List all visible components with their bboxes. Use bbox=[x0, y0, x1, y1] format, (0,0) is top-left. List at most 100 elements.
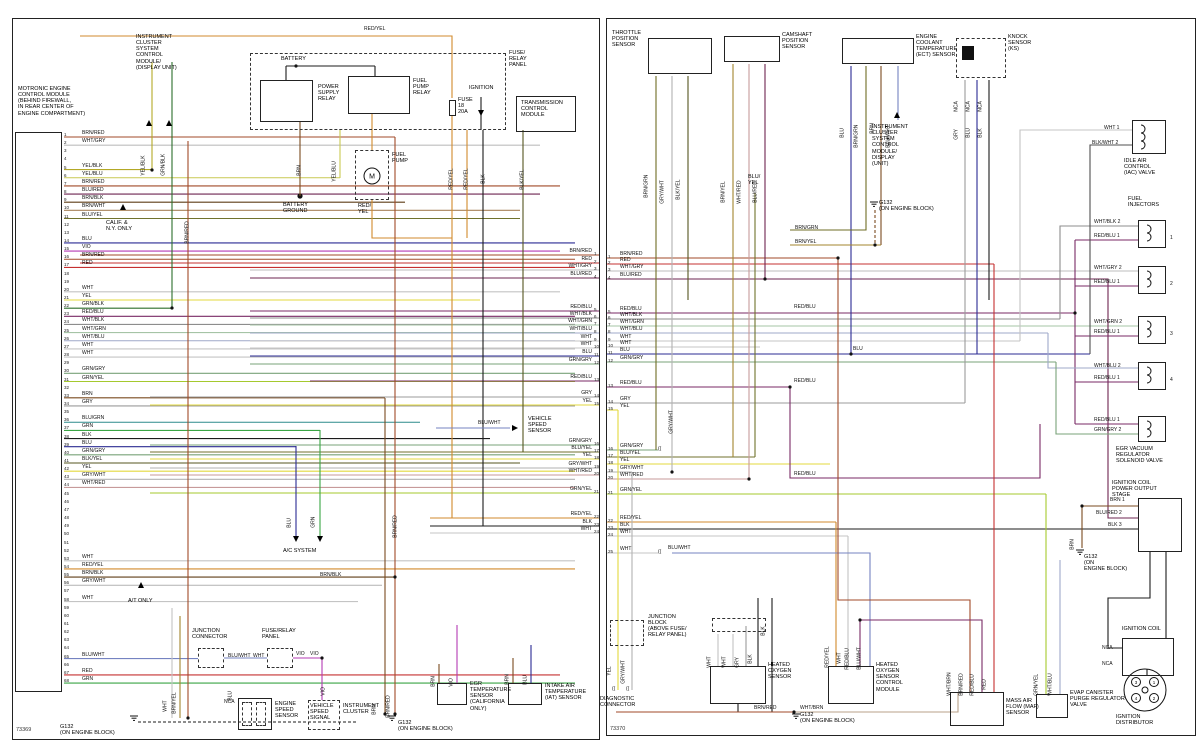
exit-wire-label: GRY bbox=[581, 390, 592, 396]
arrow-right-icon bbox=[512, 425, 518, 431]
wire-label: 4 bbox=[1170, 377, 1173, 383]
exit-number: 17 bbox=[594, 448, 600, 453]
battery-ground-label: BATTERY GROUND bbox=[283, 202, 308, 215]
junction-block-box bbox=[610, 620, 644, 646]
ecm-pin-number: 15 bbox=[64, 246, 70, 252]
exit-wire-label: GRY/WHT bbox=[568, 461, 592, 467]
ecm-pin-wire-label: RED/YEL bbox=[82, 561, 104, 568]
wire-label: RED/BLU bbox=[794, 471, 816, 477]
ecm-pin-number: 27 bbox=[64, 343, 70, 349]
wire-label: RED/BLU 1 bbox=[1094, 329, 1120, 335]
ecm-pin-number: 54 bbox=[64, 563, 70, 569]
ecm-label: MOTRONIC ENGINE CONTROL MODULE (BEHIND F… bbox=[18, 86, 86, 117]
p2-pin-number: 1 bbox=[608, 254, 611, 259]
p2-pin-wire-label: WHT/BLU bbox=[620, 326, 643, 332]
ecm-pin-number: 48 bbox=[64, 515, 70, 521]
wire-label: GRY/WHT bbox=[668, 410, 675, 434]
heated-oxygen-sensor-conn bbox=[712, 618, 766, 632]
ecm-pin-number: 68 bbox=[64, 678, 70, 684]
p2-pin-wire-label: BLU bbox=[620, 347, 630, 353]
exit-number: 3 bbox=[594, 266, 597, 271]
p2-pin-wire-label: WHT bbox=[620, 334, 632, 340]
ecm-pin-number: 38 bbox=[64, 433, 70, 439]
p2-pin-wire-label: RED/BLU bbox=[620, 306, 642, 312]
wire-label: 2 bbox=[1170, 281, 1173, 287]
svg-text:M: M bbox=[369, 174, 375, 181]
ecm-pin-wire-label: WHT bbox=[82, 594, 94, 601]
p2-pin-wire-label: WHT/RED bbox=[620, 472, 644, 478]
ecm-pin-wire-label: GRN/GRY bbox=[82, 447, 106, 454]
junction-dot bbox=[393, 712, 397, 716]
ground-icon bbox=[388, 715, 396, 721]
ecm-pin-number: 33 bbox=[64, 392, 70, 398]
wire-label: WHT/GRY 2 bbox=[1094, 265, 1122, 271]
wire-label: GRN/YEL bbox=[1033, 673, 1040, 696]
exit-wire-label: RED bbox=[581, 256, 592, 262]
junction-dot bbox=[186, 716, 190, 720]
ecm-pin-wire-label: WHT/GRN bbox=[82, 325, 106, 332]
junction-dot bbox=[150, 168, 154, 172]
wire-label: BRN bbox=[430, 676, 437, 687]
ecm-pin-wire-label: GRN bbox=[82, 423, 94, 430]
ecm-pin-number: 25 bbox=[64, 327, 70, 333]
p2-pin-wire-label: WHT bbox=[620, 546, 632, 552]
ecm-pin-wire-label: YEL bbox=[82, 293, 92, 299]
battery-label: BATTERY bbox=[281, 56, 306, 62]
page1-number: 73369 bbox=[16, 727, 32, 733]
g132-ps-label: G132 (ON ENGINE BLOCK) bbox=[1084, 554, 1128, 573]
transmission-control-module-label: TRANSMISSION CONTROL MODULE bbox=[521, 100, 563, 119]
throttle-position-sensor-label: THROTTLE POSITION SENSOR bbox=[612, 30, 642, 49]
p2-pin-number: 9 bbox=[608, 337, 611, 342]
fuel-pump-relay-label: FUEL PUMP RELAY bbox=[413, 78, 431, 97]
ecm-pin-number: 42 bbox=[64, 466, 70, 472]
wire-label: VIO bbox=[448, 678, 455, 687]
wire-label: BRN/RED bbox=[392, 515, 399, 538]
ecm-pin-number: 4 bbox=[64, 156, 67, 162]
ecm-pin-number: 2 bbox=[64, 140, 67, 146]
ecm-pin-number: 6 bbox=[64, 172, 67, 178]
fuel-injector-4-box bbox=[1138, 362, 1166, 390]
exit-wire-label: RED/BLU bbox=[570, 304, 592, 310]
ecm-pin-number: 63 bbox=[64, 637, 70, 643]
p2-pin-number: 2 bbox=[608, 260, 611, 265]
wire-label: BLK bbox=[760, 626, 767, 636]
ecm-pin-number: 8 bbox=[64, 189, 67, 195]
wire-label: RED/BLU bbox=[969, 674, 976, 696]
wire-label: BLK bbox=[747, 654, 754, 664]
ecm-pin-wire-label: BLU/YEL bbox=[82, 211, 103, 218]
ecm-pin-number: 55 bbox=[64, 572, 70, 578]
ecm-pin-wire-label: BRN/BLK bbox=[82, 195, 104, 202]
fuse-relay-panel-label: FUSE/ RELAY PANEL bbox=[509, 50, 527, 69]
p2-pin-number: 16 bbox=[608, 446, 614, 451]
arrow-down-icon bbox=[317, 536, 323, 542]
ecm-pin-wire-label: WHT/RED bbox=[82, 480, 106, 487]
wire-label: YEL/BLU bbox=[331, 161, 338, 182]
diagnostic-connector-label: DIAGNOSTIC CONNECTOR bbox=[600, 696, 636, 709]
power-supply-relay-box bbox=[260, 80, 313, 122]
wire-label: RED/YEL bbox=[463, 168, 470, 190]
ecm-pin-wire-label: WHT bbox=[82, 553, 94, 560]
wire-label: BRN/BLK bbox=[320, 572, 342, 578]
fuel-injectors-label: FUEL INJECTORS bbox=[1128, 196, 1160, 209]
engine-speed-sensor-coil bbox=[256, 702, 266, 726]
ecm-pin-number: 21 bbox=[64, 295, 70, 300]
wire-label: WHT/BRN bbox=[946, 672, 953, 696]
exit-wire-label: RED/BLU bbox=[570, 374, 592, 380]
fuse-box bbox=[449, 100, 456, 116]
p2-pin-number: 14 bbox=[608, 399, 614, 404]
exit-number: 7 bbox=[594, 321, 597, 326]
p2-pin-number: 13 bbox=[608, 383, 614, 388]
ground-icon bbox=[870, 201, 878, 207]
wire-label: 3 bbox=[1170, 331, 1173, 337]
wire bbox=[1019, 129, 1132, 341]
exit-number: 10 bbox=[594, 344, 600, 349]
ect-sensor-label: ENGINE COOLANT TEMPERATURE (ECT) SENSOR bbox=[916, 34, 958, 59]
exit-wire-label: BLK bbox=[582, 519, 592, 525]
svg-text:2: 2 bbox=[1153, 696, 1156, 701]
ecm-pin-number: 22 bbox=[64, 303, 70, 309]
iac-valve-box bbox=[1132, 120, 1166, 154]
ecm-pin-wire-label: BLU/RED bbox=[82, 187, 104, 194]
junction-dot bbox=[383, 712, 387, 716]
ecm-pin-number: 64 bbox=[64, 645, 70, 651]
ecm-pin-number: 60 bbox=[64, 612, 70, 618]
